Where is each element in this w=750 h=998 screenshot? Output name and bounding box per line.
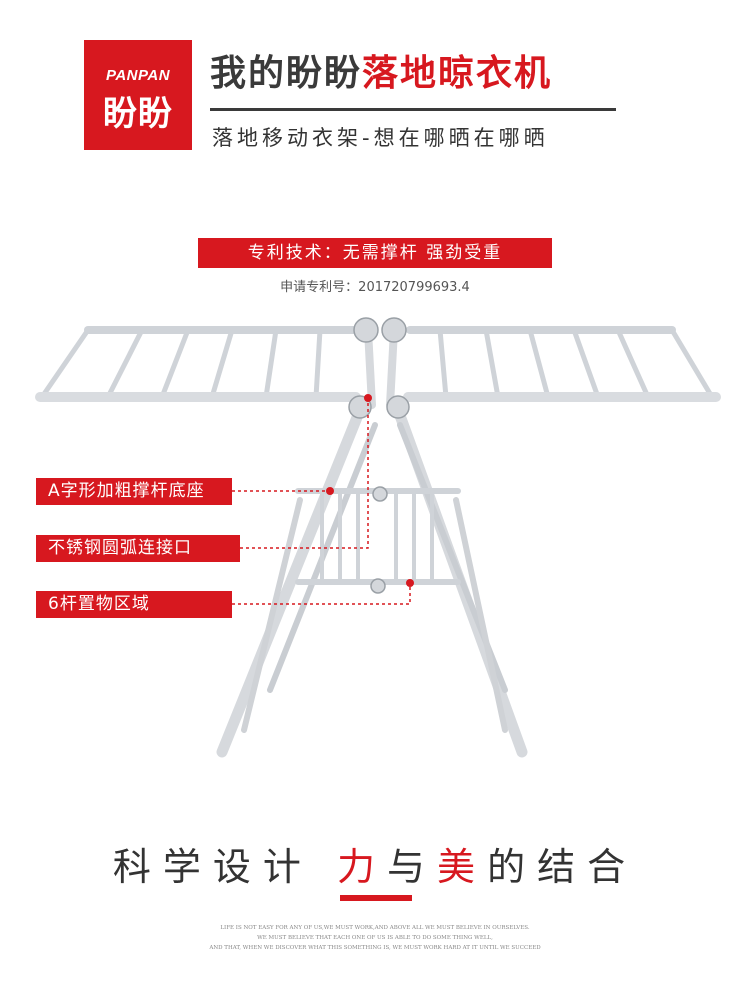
page-title: 我的盼盼落地晾衣机 xyxy=(210,44,552,96)
slogan: 科学设计 力与美的结合 xyxy=(0,836,750,891)
page-subtitle: 落地移动衣架-想在哪晒在哪晒 xyxy=(212,126,549,150)
title-product-part: 落地晾衣机 xyxy=(362,53,553,94)
callout-storage-area: 6杆置物区域 xyxy=(36,591,232,618)
drying-rack-illustration xyxy=(35,317,721,758)
slogan-part-3: 与 xyxy=(387,845,438,889)
callout-steel-joint: 不锈钢圆弧连接口 xyxy=(36,535,240,562)
title-divider xyxy=(210,108,616,111)
patent-number: 申请专利号：201720799693.4 xyxy=(280,280,470,295)
hinge-joints xyxy=(348,317,410,594)
brand-logo: PANPAN 盼盼 xyxy=(84,40,192,150)
slogan-part-5: 的结合 xyxy=(487,845,638,889)
logo-wordmark-cn: 盼盼 xyxy=(103,94,173,134)
patent-banner: 专利技术：无需撑杆 强劲受重 xyxy=(198,238,552,268)
storage-shelf xyxy=(295,488,461,585)
logo-wordmark-en: PANPAN xyxy=(105,67,171,84)
rack-legs xyxy=(216,326,528,758)
slogan-part-4: 美 xyxy=(437,845,488,889)
slogan-underline xyxy=(340,895,412,901)
fine-print-line-3: AND THAT, WHEN WE DISCOVER WHAT THIS SOM… xyxy=(209,945,541,951)
rack-back-wings xyxy=(39,326,715,400)
slogan-part-1: 科学设计 xyxy=(112,845,338,889)
callout-leader-lines xyxy=(232,400,411,605)
callout-markers xyxy=(326,394,414,587)
callout-a-frame-base: A字形加粗撑杆底座 xyxy=(36,478,232,505)
fine-print-line-2: WE MUST BELIEVE THAT EACH ONE OF US IS A… xyxy=(257,935,493,941)
slogan-part-2: 力 xyxy=(337,845,388,889)
fine-print-line-1: LIFE IS NOT EASY FOR ANY OF US,WE MUST W… xyxy=(220,925,530,931)
title-brand-part: 我的盼盼 xyxy=(210,53,363,94)
